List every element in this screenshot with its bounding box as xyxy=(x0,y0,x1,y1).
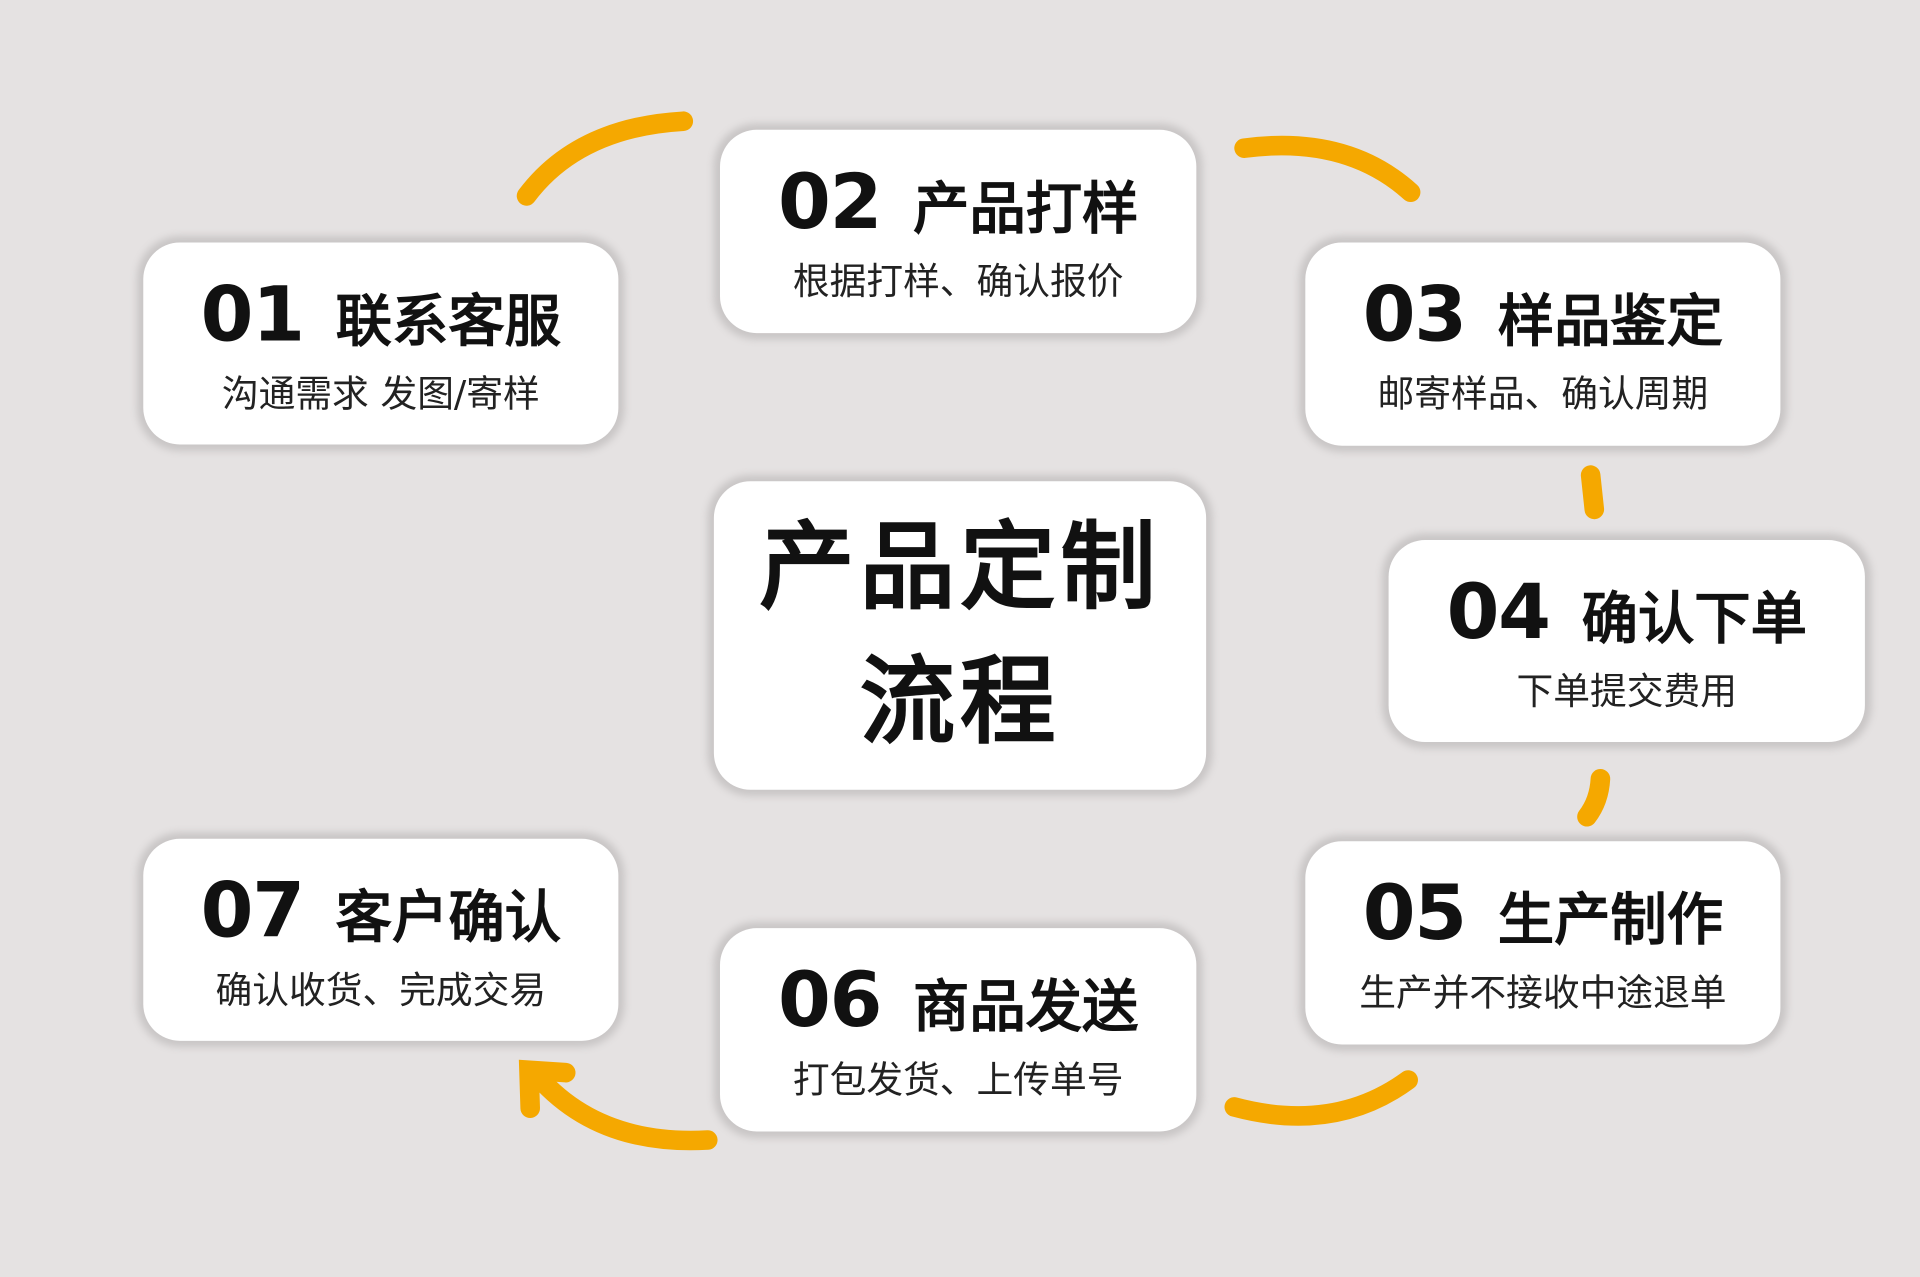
step-desc: 生产并不接收中途退单 xyxy=(1359,972,1727,1016)
step-04-card: 04 确认下单 下单提交费用 xyxy=(1388,540,1865,743)
step-desc: 下单提交费用 xyxy=(1516,671,1737,714)
step-number: 06 xyxy=(777,955,882,1045)
step-desc: 确认收货、完成交易 xyxy=(215,969,547,1013)
step-name: 联系客服 xyxy=(335,287,561,354)
step-number: 04 xyxy=(1446,566,1551,657)
step-name: 生产制作 xyxy=(1497,886,1724,953)
center-title-card: 产品定制 流程 xyxy=(713,481,1207,790)
step-number: 01 xyxy=(200,269,305,359)
arc-04-05 xyxy=(1577,768,1611,827)
step-number: 03 xyxy=(1362,269,1467,359)
step-name: 产品打样 xyxy=(913,175,1139,242)
step-number: 05 xyxy=(1362,868,1467,958)
arc-03-04 xyxy=(1580,465,1605,520)
step-name: 确认下单 xyxy=(1581,585,1807,652)
arc-05-06 xyxy=(1224,1070,1418,1126)
step-05-card: 05 生产制作 生产并不接收中途退单 xyxy=(1305,841,1781,1045)
center-title-line2: 流程 xyxy=(859,647,1061,758)
step-07-card: 07 客户确认 确认收货、完成交易 xyxy=(143,838,619,1041)
step-desc: 邮寄样品、确认周期 xyxy=(1377,373,1709,417)
step-desc: 打包发货、上传单号 xyxy=(792,1059,1124,1103)
step-number: 02 xyxy=(777,156,882,247)
arc-01-02 xyxy=(516,111,694,206)
arc-06-07 xyxy=(528,1067,718,1151)
arc-02-03 xyxy=(1234,135,1421,203)
step-name: 样品鉴定 xyxy=(1497,287,1724,354)
step-desc: 根据打样、确认报价 xyxy=(792,260,1124,304)
step-02-card: 02 产品打样 根据打样、确认报价 xyxy=(720,129,1197,334)
step-desc: 沟通需求 发图/寄样 xyxy=(221,373,540,417)
center-title-line1: 产品定制 xyxy=(759,513,1161,624)
step-name: 商品发送 xyxy=(913,973,1139,1040)
step-03-card: 03 样品鉴定 邮寄样品、确认周期 xyxy=(1305,242,1781,446)
step-number: 07 xyxy=(200,865,305,956)
step-06-card: 06 商品发送 打包发货、上传单号 xyxy=(720,928,1197,1132)
arrowhead-icon xyxy=(518,1059,576,1118)
step-01-card: 01 联系客服 沟通需求 发图/寄样 xyxy=(143,242,619,445)
step-name: 客户确认 xyxy=(335,884,561,951)
